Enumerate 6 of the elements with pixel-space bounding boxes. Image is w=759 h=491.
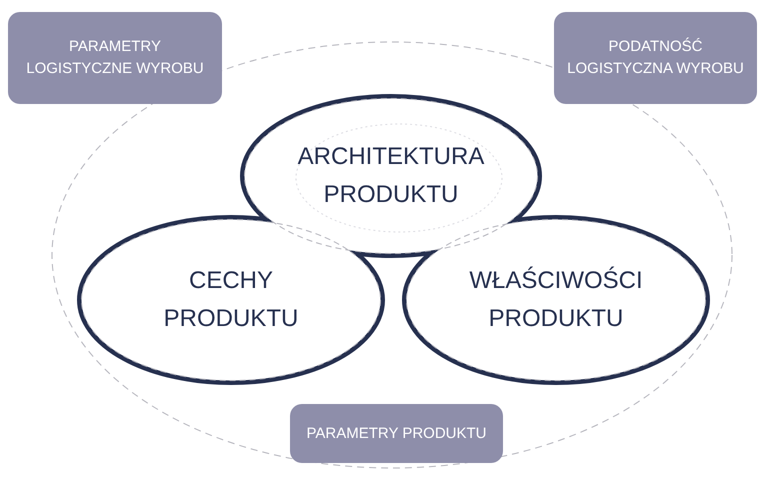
- ellipse-label: CECHY PRODUKTU: [162, 266, 300, 334]
- label-box: PARAMETRY LOGISTYCZNE WYROBU: [8, 12, 222, 104]
- label-box: PARAMETRY PRODUKTU: [290, 404, 503, 463]
- ellipse-label: WŁAŚCIWOŚCI PRODUKTU: [468, 266, 644, 334]
- ellipse-label: ARCHITEKTURA PRODUKTU: [296, 142, 486, 210]
- label-box: PODATNOŚĆ LOGISTYCZNA WYROBU: [554, 12, 757, 104]
